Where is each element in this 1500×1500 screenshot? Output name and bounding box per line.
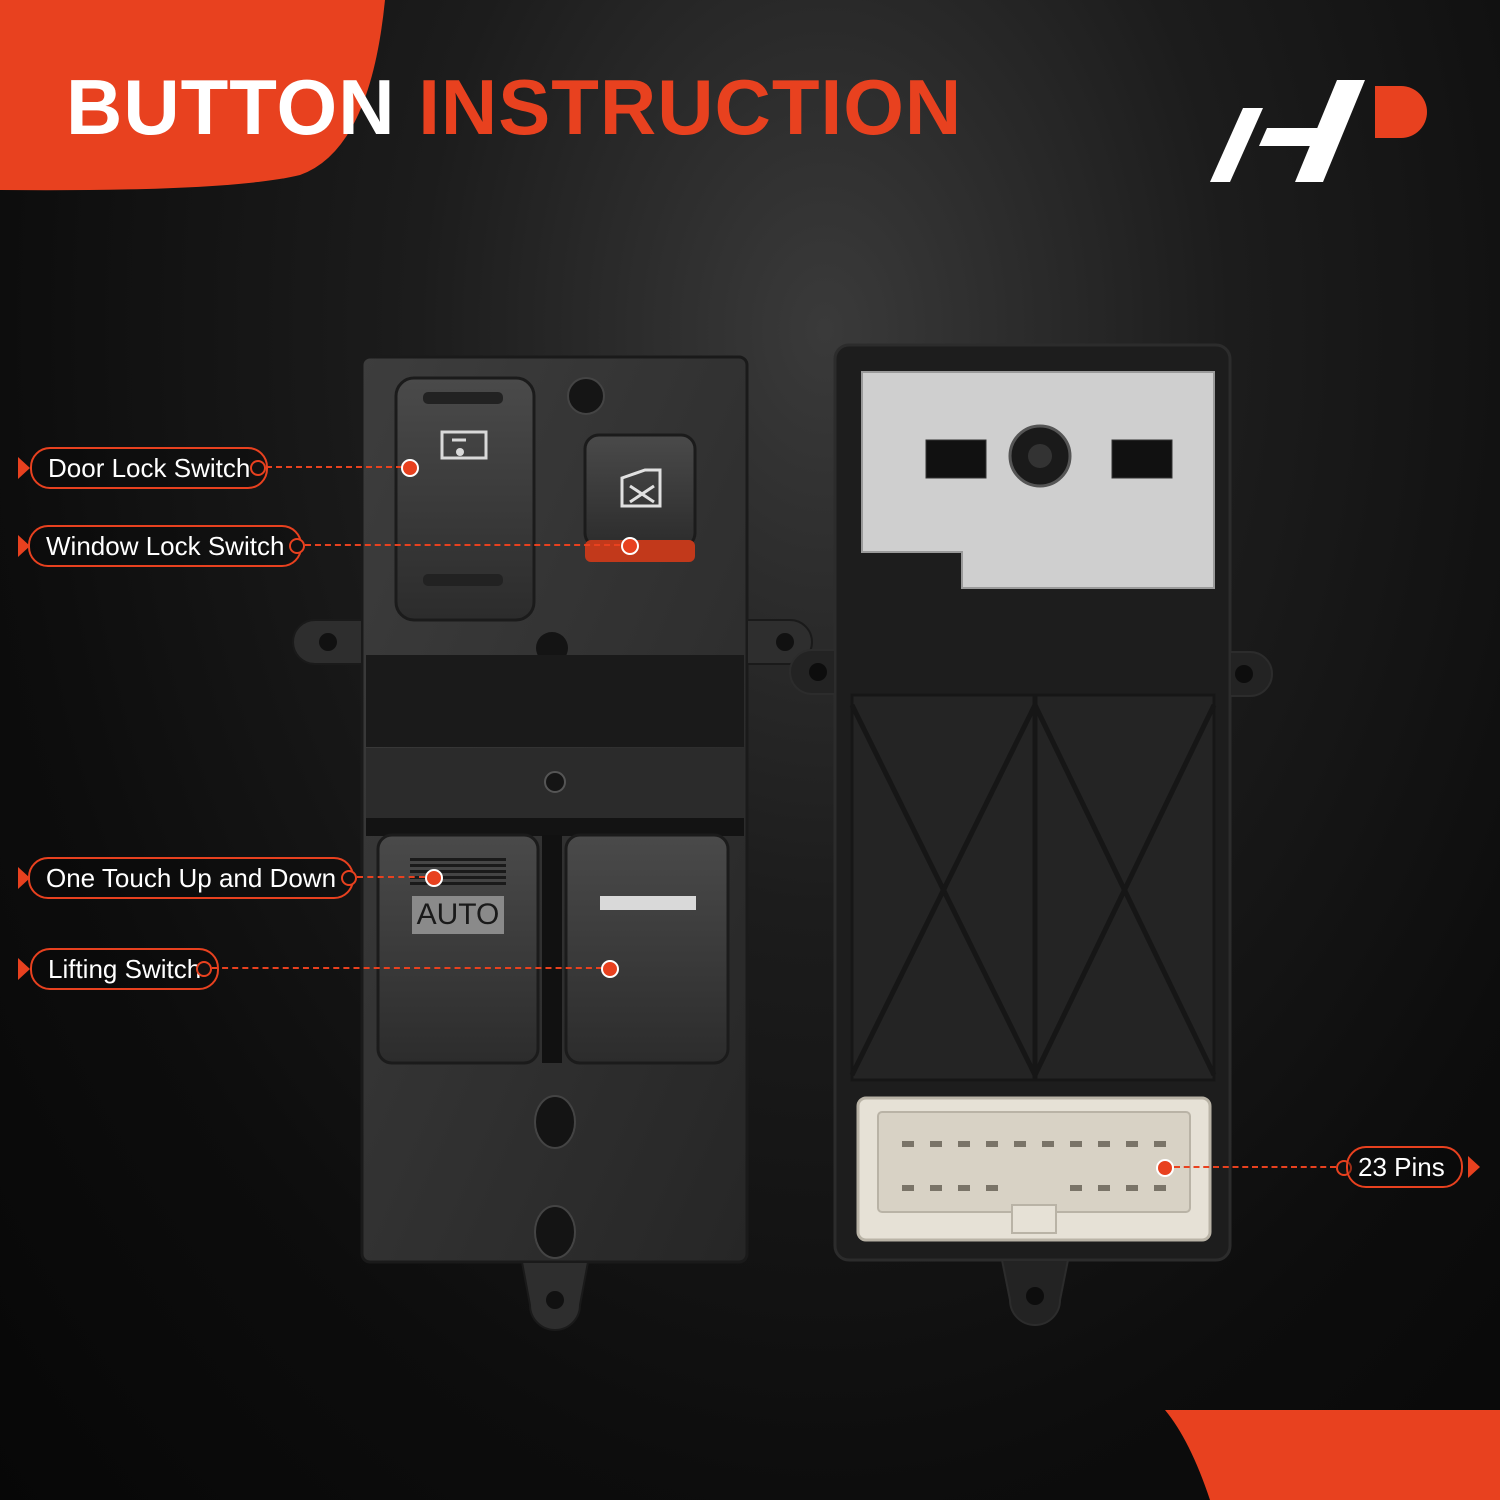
lifting-pointer-icon	[18, 958, 30, 980]
switch-back-unit	[789, 343, 1273, 1326]
brand-logo	[1210, 80, 1427, 182]
auto-marking: AUTO	[412, 896, 504, 934]
window-lock-marker-icon	[621, 537, 639, 555]
one-touch-pointer-icon	[18, 867, 30, 889]
window-lock-pointer-icon	[18, 535, 30, 557]
pins-pointer-icon	[1468, 1156, 1480, 1178]
one-touch-leader	[357, 876, 425, 878]
door-lock-label: Door Lock Switch	[30, 447, 269, 489]
window-lock-ring-icon	[289, 538, 305, 554]
lifting-ring-icon	[196, 961, 212, 977]
switch-front-unit	[292, 355, 813, 1331]
top-left-orange-shape	[0, 0, 385, 191]
one-touch-label: One Touch Up and Down	[28, 857, 355, 899]
window-lock-leader	[305, 544, 620, 546]
one-touch-marker-icon	[425, 869, 443, 887]
one-touch-ring-icon	[341, 870, 357, 886]
door-lock-ring-icon	[250, 460, 266, 476]
title-part-1: BUTTON	[66, 63, 396, 151]
pins-marker-icon	[1156, 1159, 1174, 1177]
pins-label: 23 Pins	[1346, 1146, 1463, 1188]
lifting-leader	[212, 967, 602, 969]
bottom-right-orange-shape	[1165, 1410, 1500, 1500]
door-lock-pointer-icon	[18, 457, 30, 479]
lifting-marker-icon	[601, 960, 619, 978]
title-part-2: INSTRUCTION	[418, 63, 963, 151]
window-lock-label: Window Lock Switch	[28, 525, 303, 567]
page-title: BUTTON INSTRUCTION	[66, 62, 962, 153]
pins-leader	[1174, 1166, 1336, 1168]
door-lock-marker-icon	[401, 459, 419, 477]
door-lock-leader	[266, 466, 402, 468]
lifting-label: Lifting Switch	[30, 948, 220, 990]
